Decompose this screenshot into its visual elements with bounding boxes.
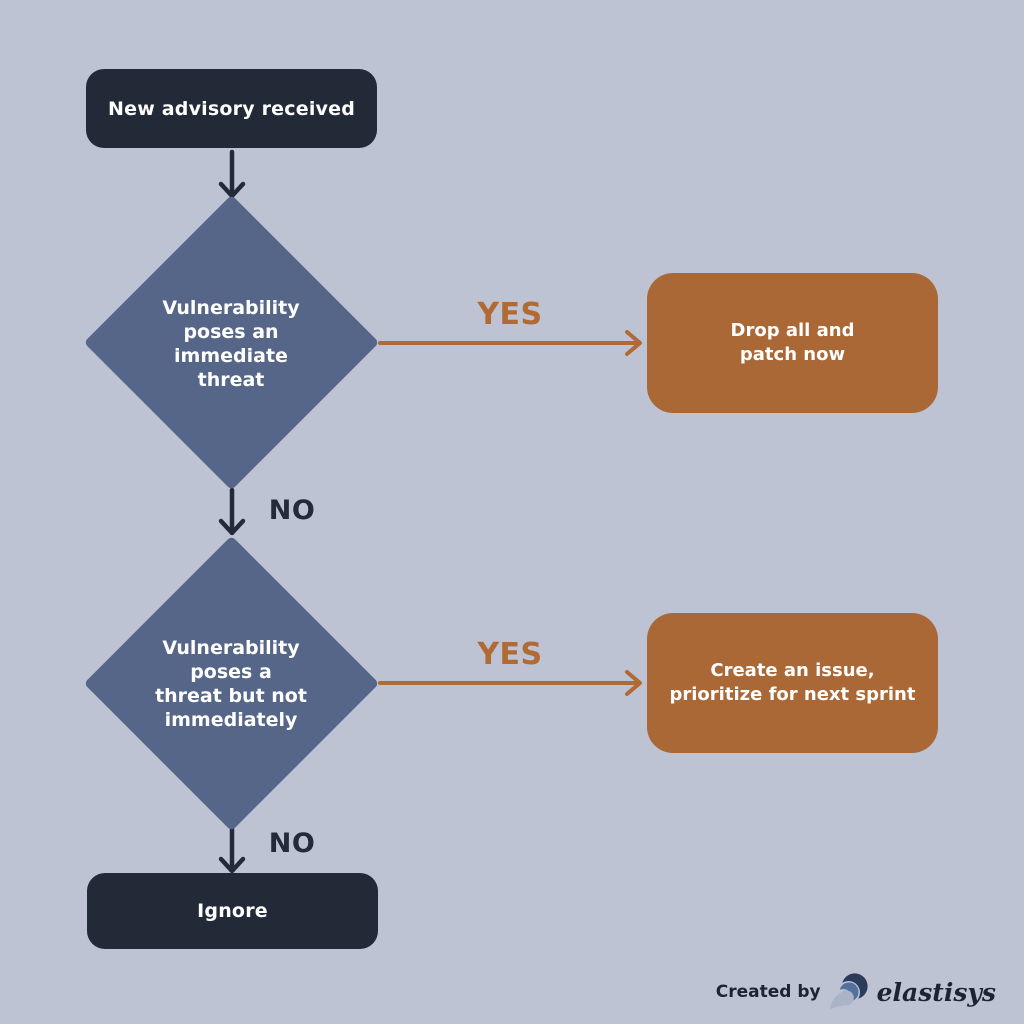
- edge-label-no-1: NO: [268, 495, 316, 526]
- edge-label-no-2: NO: [268, 828, 316, 859]
- node-ignore: Ignore: [87, 873, 378, 949]
- edge-label-yes-2: YES: [477, 637, 543, 672]
- edge-label-yes-1: YES: [477, 297, 543, 332]
- decision-line: Vulnerability: [162, 297, 300, 319]
- node-create-issue-next-sprint: Create an issue, prioritize for next spr…: [647, 613, 938, 753]
- arrowhead-decision2-to-end: [218, 856, 246, 874]
- decision-line: Vulnerability: [162, 637, 300, 659]
- node-new-advisory: New advisory received: [86, 69, 377, 148]
- arrowhead-decision1-to-decision2: [218, 518, 246, 536]
- action-line: Drop all and: [730, 319, 855, 341]
- decision-line: poses an: [183, 321, 279, 344]
- elastisys-logo-icon: [829, 973, 868, 1010]
- action-line: patch now: [739, 344, 846, 365]
- action-line: Create an issue,: [710, 659, 875, 681]
- footer-credit: Created by elastisys: [716, 972, 996, 1012]
- arrowhead-decision2-to-action2: [625, 670, 642, 696]
- decision-immediate-threat-label: Vulnerability poses an immediate threat: [115, 296, 347, 393]
- decision-line: poses a: [190, 661, 272, 684]
- action-line: prioritize for next sprint: [669, 684, 916, 705]
- node-ignore-label: Ignore: [197, 900, 268, 922]
- arrowhead-start-to-decision1: [218, 181, 246, 199]
- decision-line: threat: [197, 369, 265, 392]
- decision-line: immediate: [174, 345, 288, 368]
- node-drop-all-patch-now: Drop all and patch now: [647, 273, 938, 413]
- logo-tail: [829, 990, 854, 1010]
- arrowhead-decision1-to-action1: [625, 330, 642, 356]
- decision-not-immediate-threat-label: Vulnerability poses a threat but not imm…: [115, 636, 347, 733]
- brand-wordmark: elastisys: [876, 977, 996, 1007]
- created-by-text: Created by: [715, 982, 821, 1002]
- decision-line: immediately: [164, 709, 298, 732]
- decision-line: threat but not: [155, 685, 307, 708]
- node-new-advisory-label: New advisory received: [108, 97, 355, 120]
